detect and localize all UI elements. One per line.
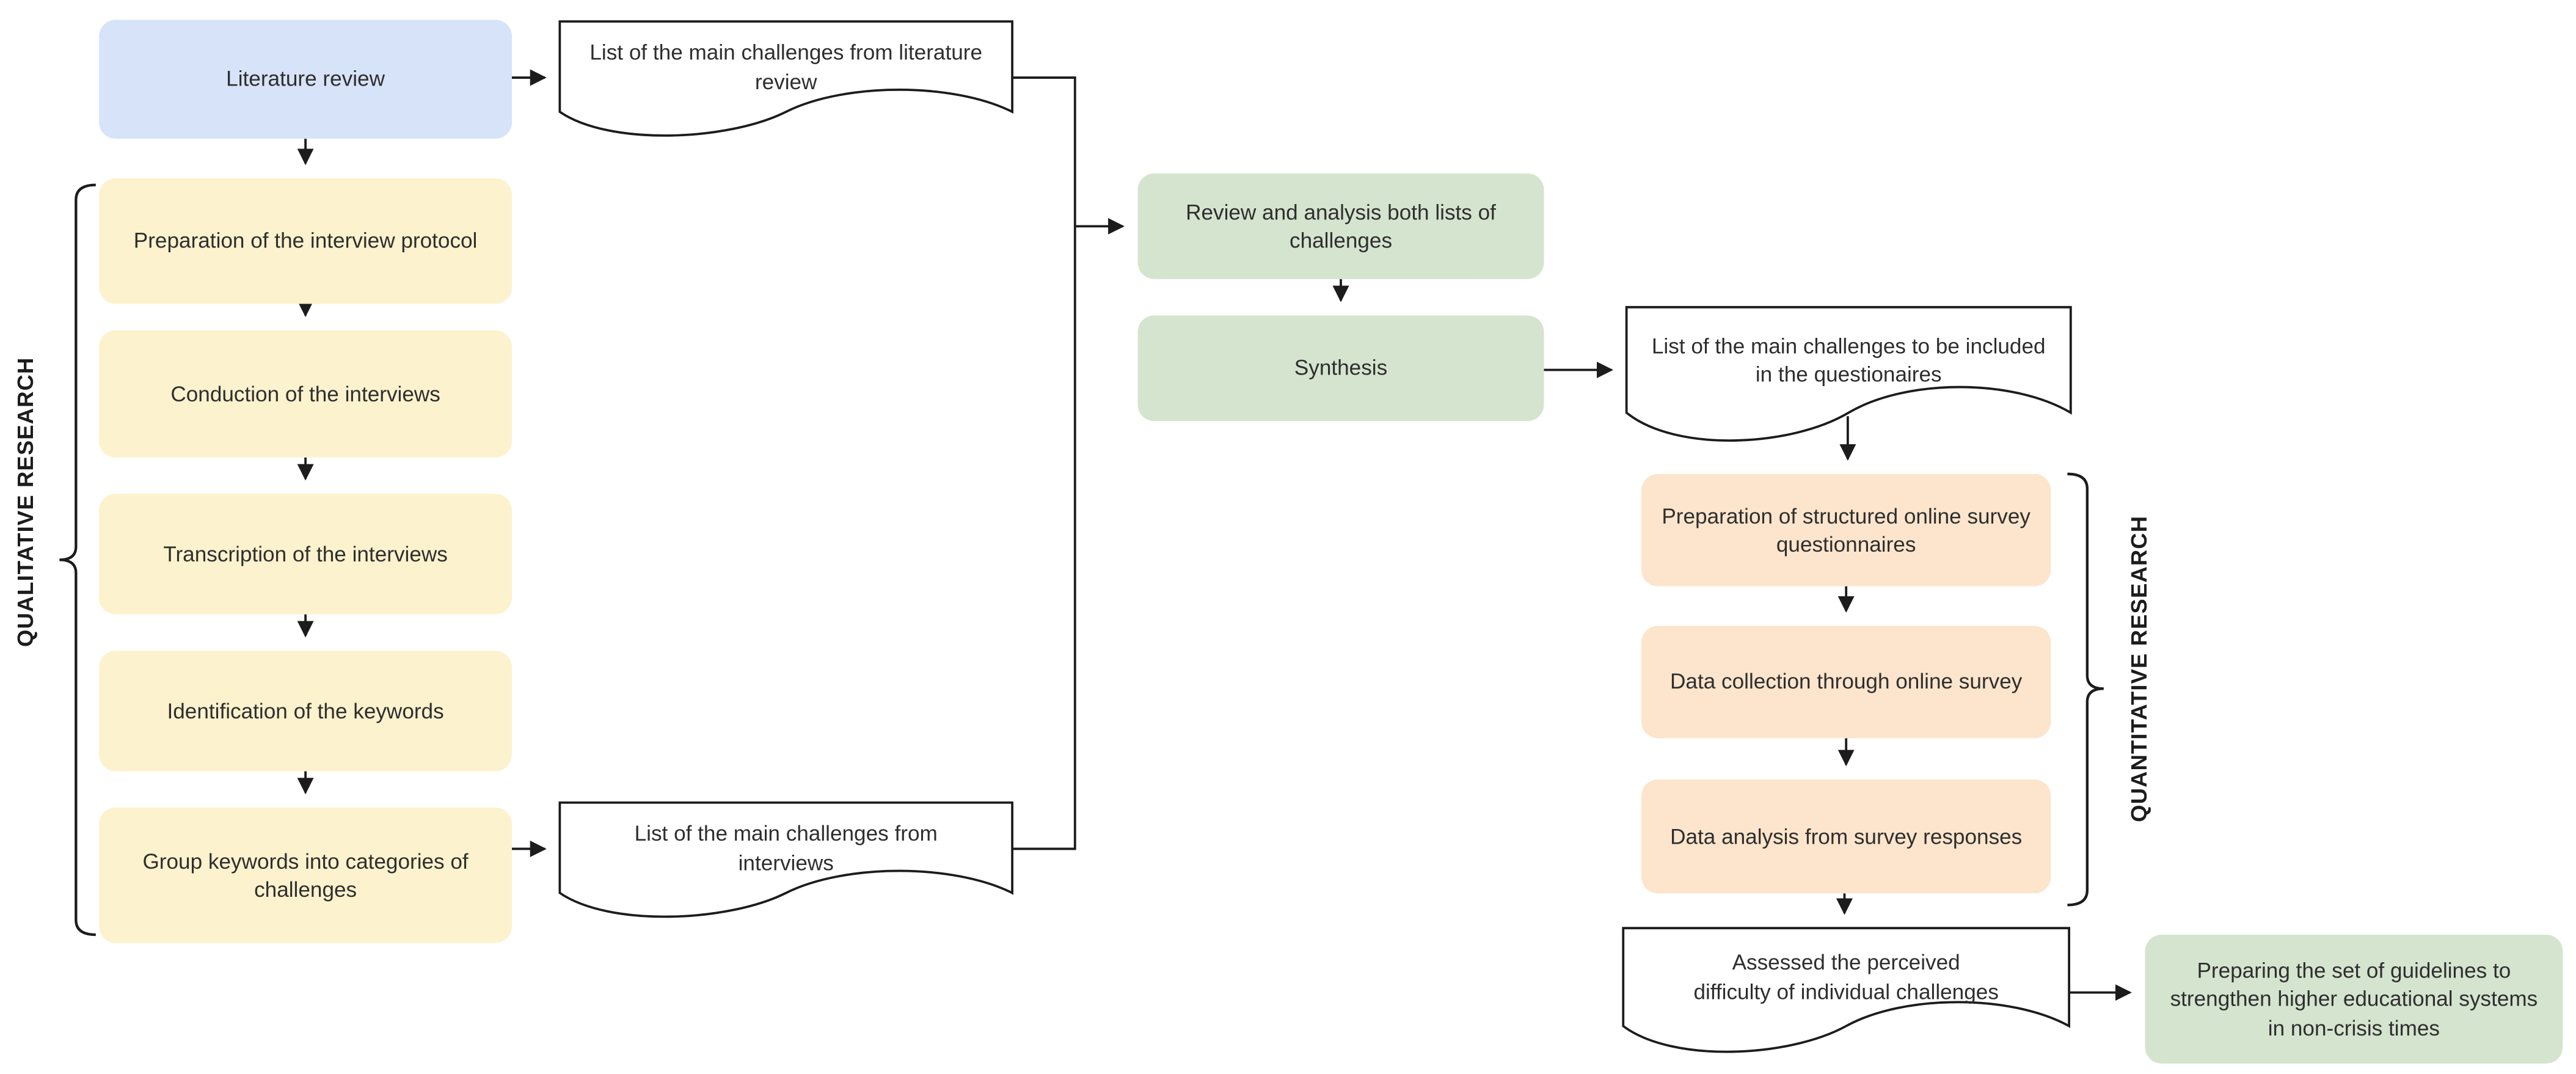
document-challenges-literature: List of the main challenges from literat… xyxy=(560,21,1012,112)
brace-qualitative xyxy=(59,183,96,937)
node-label: Preparation of structured online survey … xyxy=(1662,503,2031,557)
node-label: Conduction of the interviews xyxy=(170,381,440,406)
node-guidelines: Preparing the set of guidelines to stren… xyxy=(2145,935,2563,1064)
document-label: Assessed the perceived difficulty of ind… xyxy=(1693,950,1999,1004)
node-synthesis: Synthesis xyxy=(1137,315,1544,422)
document-shape-challenges-literature xyxy=(558,20,1013,137)
node-identification-keywords: Identification of the keywords xyxy=(99,651,512,772)
document-label: List of the main challenges to be includ… xyxy=(1651,333,2046,387)
node-literature-review: Literature review xyxy=(99,20,512,139)
node-label: Group keywords into categories of challe… xyxy=(142,849,469,902)
node-label: Data collection through online survey xyxy=(1670,669,2023,695)
node-conduction-interviews: Conduction of the interviews xyxy=(99,330,512,458)
node-label: Literature review xyxy=(226,67,385,92)
node-review-analysis: Review and analysis both lists of challe… xyxy=(1137,173,1544,279)
document-challenges-questionnaires: List of the main challenges to be includ… xyxy=(1627,307,2071,413)
node-label: Preparation of the interview protocol xyxy=(133,228,478,254)
node-label: Identification of the keywords xyxy=(167,698,444,723)
label-qualitative-research: QUALITATIVE RESEARCH xyxy=(13,357,38,648)
brace-quantitative xyxy=(2067,472,2104,907)
node-data-analysis: Data analysis from survey responses xyxy=(1641,779,2051,894)
node-label: Review and analysis both lists of challe… xyxy=(1186,199,1496,253)
node-label: Synthesis xyxy=(1294,356,1388,381)
node-group-keywords: Group keywords into categories of challe… xyxy=(99,807,512,943)
node-label: Transcription of the interviews xyxy=(163,541,448,566)
node-transcription-interviews: Transcription of the interviews xyxy=(99,494,512,615)
node-preparation-survey-questionnaires: Preparation of structured online survey … xyxy=(1641,473,2051,586)
node-preparation-interview-protocol: Preparation of the interview protocol xyxy=(99,178,512,304)
node-label: Data analysis from survey responses xyxy=(1670,824,2023,849)
node-label: Preparing the set of guidelines to stren… xyxy=(2170,958,2538,1040)
document-challenges-interviews: List of the main challenges from intervi… xyxy=(560,803,1012,894)
document-label: List of the main challenges from intervi… xyxy=(634,821,938,875)
document-assessed-difficulty: Assessed the perceived difficulty of ind… xyxy=(1623,928,2069,1025)
node-data-collection: Data collection through online survey xyxy=(1641,626,2051,739)
document-shape-assessed-difficulty xyxy=(1622,927,2071,1053)
document-shape-challenges-interviews xyxy=(558,801,1013,918)
document-shape-challenges-questionnaires xyxy=(1625,305,2072,442)
label-quantitative-research: QUANTITATIVE RESEARCH xyxy=(2126,515,2152,822)
document-label: List of the main challenges from literat… xyxy=(589,40,983,93)
merge-connector xyxy=(1012,76,1076,850)
